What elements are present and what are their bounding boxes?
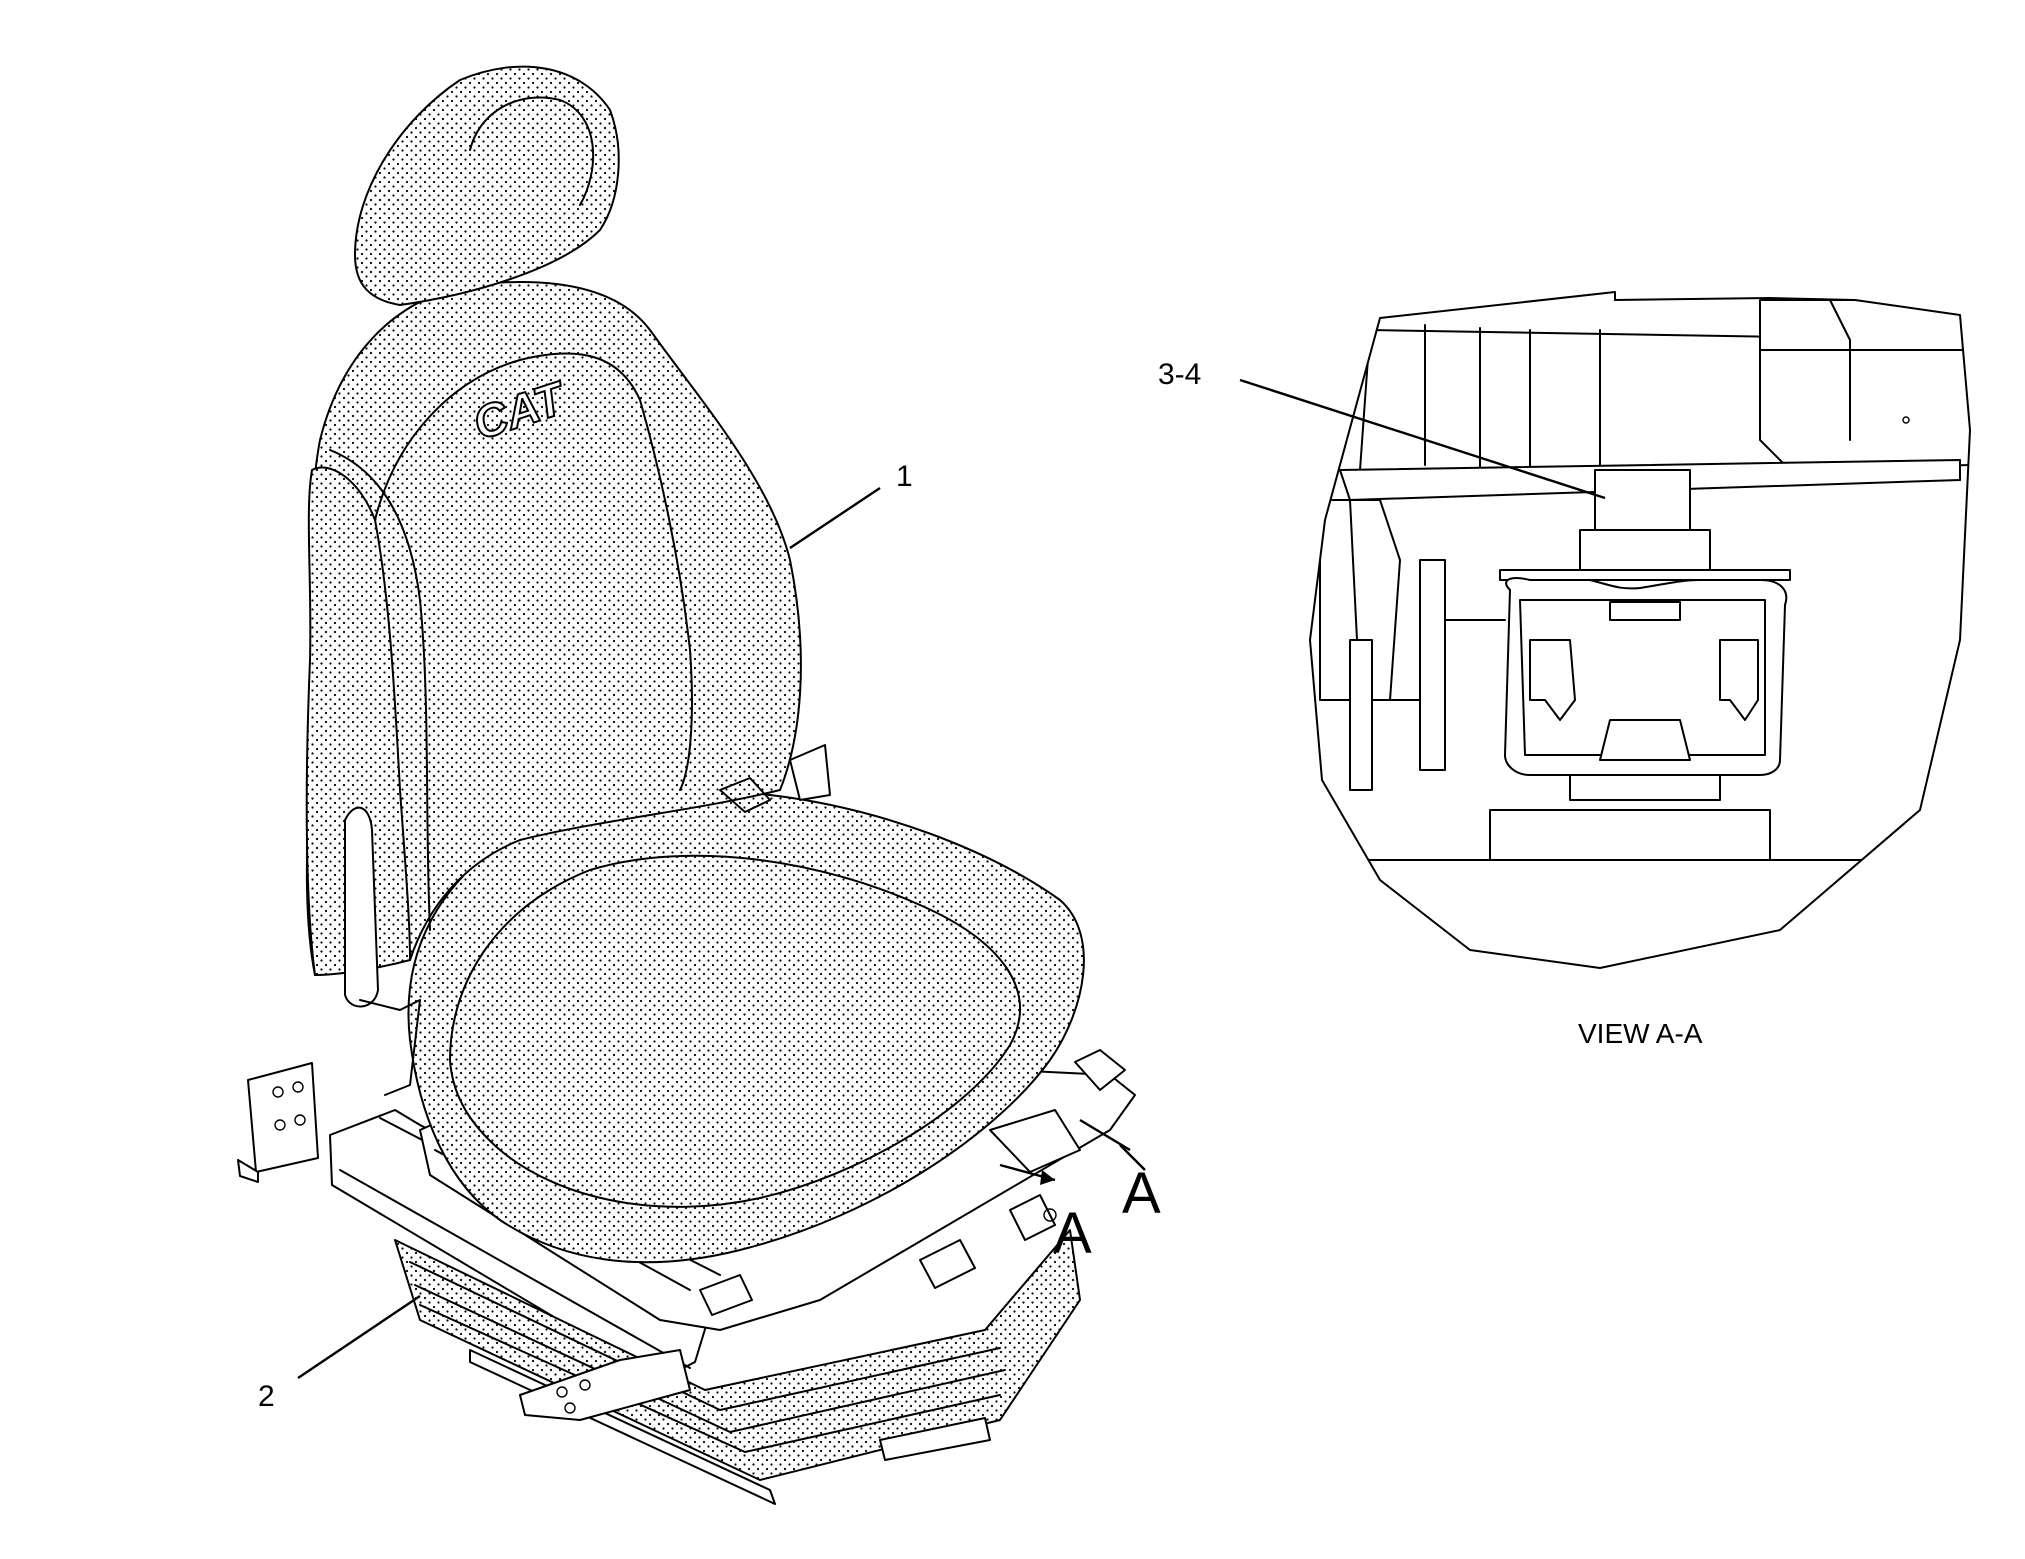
view-caption: VIEW A-A xyxy=(1578,1018,1703,1049)
backrest-hinge xyxy=(719,777,771,813)
detail-view-a-a xyxy=(1309,291,1971,969)
callout-3-4: 3-4 xyxy=(1158,358,1202,391)
leader-line-3-4 xyxy=(1239,378,1606,500)
callout-2: 2 xyxy=(258,1380,275,1413)
seat-assembly xyxy=(237,65,1146,1505)
recline-lever xyxy=(344,806,421,1096)
left-mounting-bracket xyxy=(237,1062,319,1183)
leader-line-1 xyxy=(789,487,881,549)
headrest xyxy=(354,65,620,306)
backrest-hinge-plate xyxy=(789,744,831,801)
section-cut-arrows xyxy=(999,1118,1146,1185)
section-marker-a-left: A xyxy=(1053,1201,1092,1266)
right-mounting-bracket xyxy=(519,1349,691,1421)
callout-1: 1 xyxy=(896,460,913,493)
backrest-side-bolster xyxy=(305,466,411,976)
leader-line-2 xyxy=(297,1295,421,1379)
section-marker-a-right: A xyxy=(1122,1161,1161,1226)
